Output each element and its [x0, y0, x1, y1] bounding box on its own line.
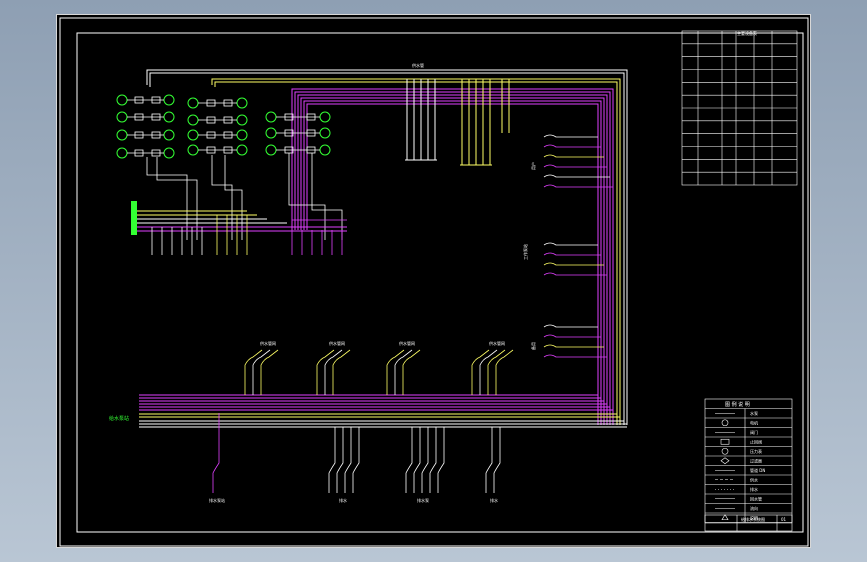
left-entry-label: 给水泵站: [109, 415, 129, 422]
legend-row-text: 回水管: [750, 495, 762, 501]
legend-row-text: 电机: [750, 419, 758, 425]
bottom-up-branches: [244, 349, 514, 395]
equipment-table-title: 主要设备表: [737, 30, 757, 36]
bottom-down-branches: [212, 413, 501, 493]
bottom-up-label-1: 供水管网: [260, 340, 276, 346]
legend-row-text: 止回阀: [750, 438, 762, 444]
equipment-table: [681, 30, 798, 186]
legend-row-text: 排水: [750, 486, 758, 492]
right-group-1-label: 用户: [530, 162, 536, 170]
cad-viewport[interactable]: 供水管: [56, 14, 811, 548]
bottom-pipe-bundle: [139, 394, 627, 428]
legend-symbol-box-icon: [720, 438, 730, 445]
bottom-up-label-2: 供水管网: [329, 340, 345, 346]
right-group-3-label: 备用: [530, 342, 536, 350]
legend-symbol-tri-icon: [721, 514, 729, 521]
yellow-valve-row: [216, 215, 248, 255]
top-pipe-bundle: [146, 69, 628, 425]
legend-row-text: 供水: [750, 476, 758, 482]
magenta-valve-row: [291, 219, 347, 255]
system-diagram: 供水管: [59, 17, 809, 547]
right-branches: [543, 134, 613, 358]
legend-row-text: 阀门: [750, 429, 758, 435]
top-header-label: 供水管: [412, 62, 424, 68]
legend-row-text: 管道 DN: [750, 467, 765, 473]
legend-symbol-circle-icon: [721, 447, 729, 455]
legend-row-text: 水泵: [750, 410, 758, 416]
legend-symbol-diamond-icon: [720, 457, 730, 465]
bottom-up-label-3: 供水管网: [399, 340, 415, 346]
bottom-up-label-4: 供水管网: [489, 340, 505, 346]
bottom-down-label-4: 排水: [490, 497, 498, 503]
left-valve-row: [151, 227, 203, 255]
title-block: [704, 514, 793, 532]
legend-row-text: 说明: [750, 514, 758, 520]
drawing-number: 01: [781, 517, 787, 522]
bottom-down-label-1: 排水泵站: [209, 497, 225, 503]
outer-frame: [59, 17, 809, 547]
drawing-name: 给排水系统图: [741, 516, 765, 522]
green-terminal-block: [131, 201, 137, 235]
legend-title: 图 例 说 明: [725, 401, 750, 408]
inner-frame: [76, 32, 804, 533]
legend-row-text: 压力表: [750, 448, 762, 454]
bottom-down-label-3: 排水泵: [417, 497, 429, 503]
legend-frame: [704, 398, 793, 523]
pump-connectors: [127, 96, 320, 157]
top-branches: [405, 79, 510, 166]
legend-row-text: 流向: [750, 505, 758, 511]
bottom-down-label-2: 排水: [339, 497, 347, 503]
legend-symbol-circle-icon: [721, 419, 729, 427]
legend-row-text: 过滤器: [750, 457, 762, 463]
right-group-2-label: 工作泵站: [522, 244, 528, 260]
